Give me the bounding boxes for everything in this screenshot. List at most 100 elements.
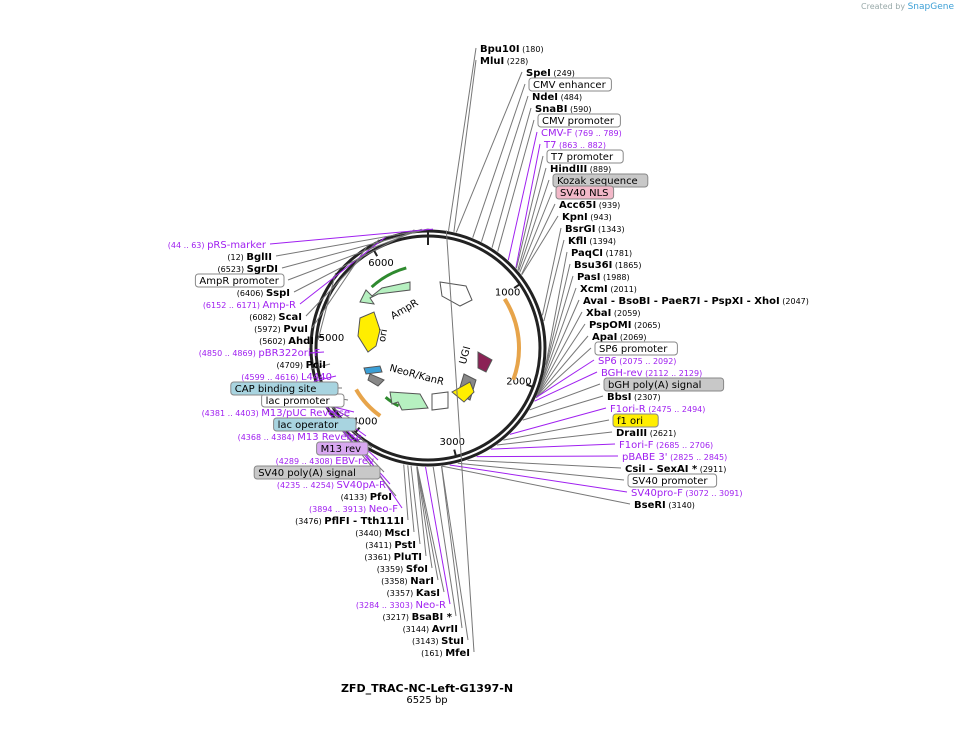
label-connector: [432, 466, 457, 617]
label-part: StuI: [441, 636, 464, 647]
label-kasi: (3357) KasI: [387, 466, 445, 599]
label-part: (4850 .. 4869): [199, 349, 259, 358]
label-connector: [519, 191, 553, 273]
enzyme-label: (6082) ScaI: [249, 312, 302, 323]
enzyme-label: Acc65I (939): [559, 200, 620, 211]
enzyme-label: MluI (228): [480, 56, 528, 67]
label-connector: [536, 359, 595, 398]
label-part: (180): [520, 45, 544, 54]
scale-tick-label: 5000: [319, 333, 344, 344]
label-connector: [467, 459, 622, 469]
label-part: (161): [421, 649, 445, 658]
label-connector: [416, 466, 439, 581]
enzyme-label: KpnI (943): [562, 212, 612, 223]
primer-label: SV40pro-F (3072 .. 3091): [631, 488, 743, 499]
ugi-arrow: [477, 351, 493, 373]
label-sv40-nls: SV40 NLS: [519, 185, 615, 273]
label-sgrdi: (6523) SgrDI: [218, 228, 428, 275]
label-pcii: (4709) PciI: [276, 360, 331, 371]
label-part: SV40pA-R: [337, 480, 386, 491]
label-sspi: (6406) SspI: [237, 229, 415, 299]
feature-box: [253, 465, 381, 480]
primer-label: CMV-F (769 .. 789): [541, 128, 622, 139]
feature-box: [594, 341, 678, 356]
label-part: (3440): [355, 529, 384, 538]
label-connector: [453, 59, 477, 232]
label-ndei: NdeI (484): [480, 92, 582, 242]
label-lac-promoter: lac promoter: [261, 393, 349, 408]
feature-name: f1 ori: [617, 416, 643, 427]
enzyme-label: (3440) MscI: [355, 528, 410, 539]
label-connector: [521, 215, 559, 276]
label-connector: [309, 351, 325, 354]
feature-name: SV40 NLS: [560, 188, 609, 199]
label-part: (3284 .. 3303): [356, 601, 416, 610]
label-part: MscI: [384, 528, 410, 539]
scale-tick: [526, 383, 534, 388]
label-t7-promoter: T7 promoter: [515, 149, 624, 269]
ampr-arrow: [359, 281, 411, 305]
label-part: (6523): [218, 265, 247, 274]
enzyme-label: PaqCI (1781): [571, 248, 632, 259]
inner-feature-label-ugi: UGI: [458, 345, 473, 365]
feature-box: [528, 77, 612, 92]
label-part: (44 .. 63): [168, 241, 207, 250]
label-part: (3411): [365, 541, 394, 550]
label-connector: [416, 466, 427, 557]
feature-name: CMV promoter: [542, 116, 615, 127]
label-part: (3894 .. 3913): [309, 505, 369, 514]
enzyme-label: (12) BglII: [227, 252, 272, 263]
label-connector: [287, 228, 422, 281]
label-part: F1ori-F: [619, 440, 654, 451]
label-connector: [449, 464, 628, 493]
label-part: (889): [587, 165, 611, 174]
feature-box: [316, 441, 369, 456]
primer-label: BGH-rev (2112 .. 2129): [601, 368, 702, 379]
label-kfli: KflI (1394): [543, 236, 616, 322]
ori-arrow: [357, 311, 381, 353]
label-neo-f: (3894 .. 3913) Neo-F: [309, 445, 403, 515]
label-connector: [509, 407, 607, 435]
label-part: SgrDI: [247, 264, 278, 275]
scale-tick-label: 6000: [368, 258, 393, 269]
scale-tick-label: 3000: [440, 437, 465, 448]
label-part: (939): [596, 201, 620, 210]
label-part: PasI: [577, 272, 600, 283]
label-part: SP6: [598, 356, 617, 367]
label-acc65i: Acc65I (939): [521, 200, 620, 275]
enzyme-label: (5972) PvuI: [254, 324, 308, 335]
label-sv40pro-f: SV40pro-F (3072 .. 3091): [449, 464, 743, 499]
label-bgh-rev: BGH-rev (2112 .. 2129): [534, 368, 702, 402]
label-part: (12): [227, 253, 246, 262]
label-part: (6152 .. 6171): [203, 301, 263, 310]
label-connector: [472, 83, 526, 238]
label-part: F1ori-R: [610, 404, 646, 415]
label-pbabe-3: pBABE 3' (2825 .. 2845): [476, 452, 727, 463]
label-connector: [275, 228, 430, 257]
enzyme-label: BbsI (2307): [607, 392, 661, 403]
label-part: CMV-F: [541, 128, 572, 139]
scale-tick-label: 2000: [506, 377, 531, 388]
label-connector: [522, 395, 604, 421]
label-part: AvrII: [432, 624, 458, 635]
label-connector: [529, 383, 601, 411]
label-part: ScaI: [278, 312, 302, 323]
label-part: MfeI: [445, 648, 470, 659]
label-part: (3357): [387, 589, 416, 598]
enzyme-label: PasI (1988): [577, 272, 630, 283]
label-draiii: DraIII (2621): [496, 428, 676, 446]
label-part: (6082): [249, 313, 278, 322]
label-part: (1781): [603, 249, 632, 258]
label-pluti: (3361) PluTI: [364, 466, 427, 563]
amp-primer-arc: [370, 266, 407, 289]
feature-name: M13 rev: [321, 444, 362, 455]
label-part: SV40pro-F: [631, 488, 683, 499]
label-connector: [543, 263, 571, 375]
label-bseri: BseRI (3140): [441, 465, 695, 511]
label-part: PstI: [394, 540, 416, 551]
label-connector: [476, 455, 619, 458]
label-part: - Tth111I: [350, 516, 404, 527]
label-part: BsaBI *: [412, 612, 453, 623]
feature-name: CMV enhancer: [533, 80, 607, 91]
label-csii: CsiI - SexAI * (2911): [467, 459, 726, 475]
